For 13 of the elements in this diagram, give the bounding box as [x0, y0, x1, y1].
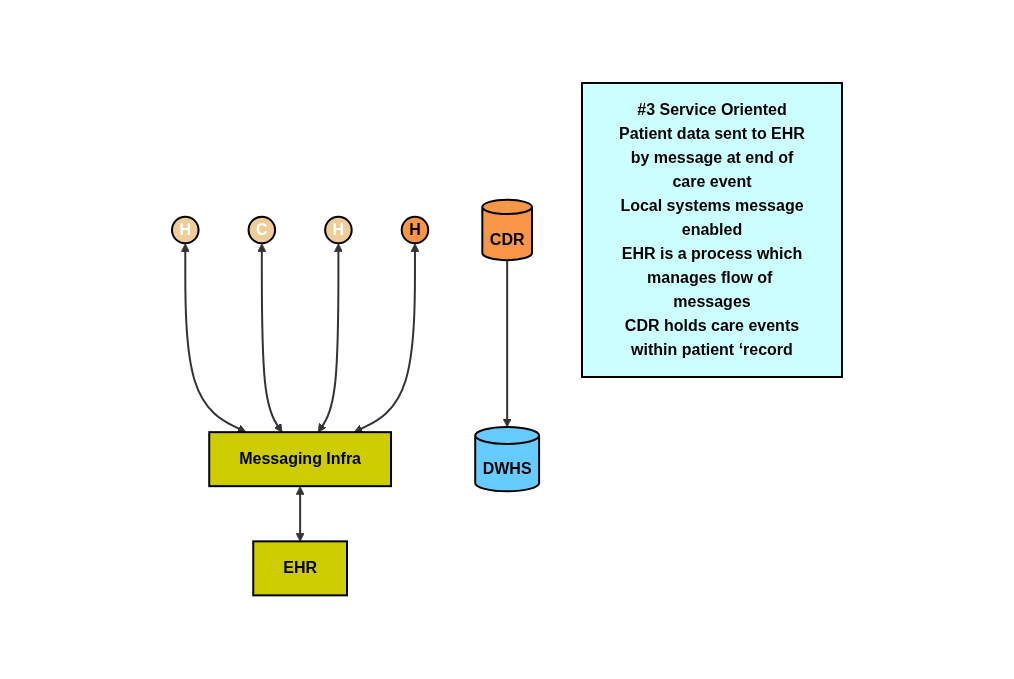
node-circle: H — [400, 216, 430, 245]
node-circle: C — [247, 216, 277, 245]
node-box: #3 Service Oriented Patient data sent to EHR by message at end of care event Local systems message enabled EHR is a process which manages flow of messages CDR holds care events within patient ‘record — [581, 82, 843, 379]
arrow — [257, 243, 283, 433]
arrow — [317, 243, 343, 433]
arrow — [502, 259, 512, 428]
node-box: EHR — [252, 540, 348, 597]
node-circle: H — [324, 216, 353, 245]
node-circle: H — [171, 216, 200, 245]
arrow — [180, 243, 247, 433]
node-box: Messaging Infra — [208, 431, 392, 488]
arrow — [353, 243, 420, 433]
arrow — [295, 486, 305, 543]
